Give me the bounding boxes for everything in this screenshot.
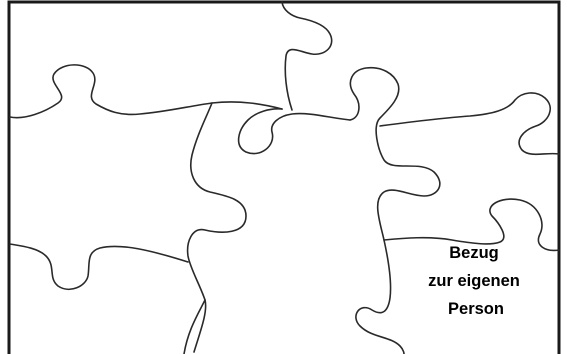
piece-label-line-2: zur eigenen xyxy=(428,272,520,290)
seam-center-left xyxy=(186,102,247,353)
seam-left-lower xyxy=(9,243,189,291)
seam-right-lower xyxy=(383,198,560,252)
seam-top-middle xyxy=(281,1,333,111)
seam-bottom-left xyxy=(183,299,206,354)
seam-top-right xyxy=(349,66,441,354)
piece-label: Bezug zur eigenen Person xyxy=(428,244,524,318)
puzzle-border xyxy=(7,0,561,354)
seam-center-top-knob xyxy=(237,108,351,155)
seam-right-upper xyxy=(379,92,560,156)
piece-label-line-3: Person xyxy=(448,300,504,318)
piece-label-line-1: Bezug xyxy=(449,244,499,262)
